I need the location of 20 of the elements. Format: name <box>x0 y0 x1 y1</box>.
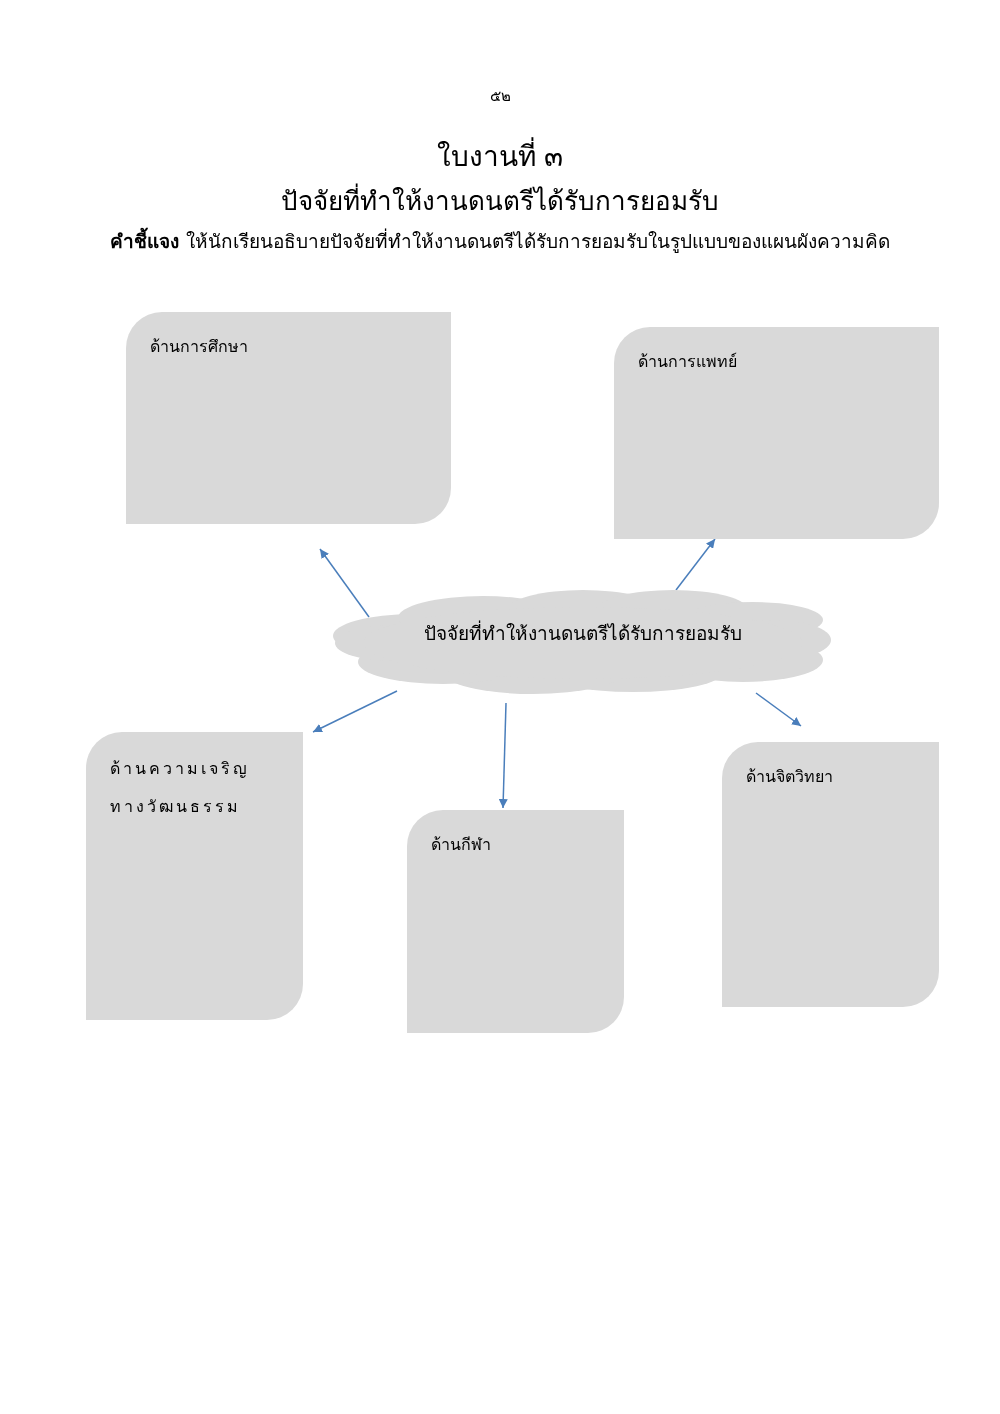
arrow <box>312 690 398 733</box>
topic-box <box>86 732 303 1020</box>
box-heading: ด้านจิตวิทยา <box>746 766 833 788</box>
instruction-text: คำชี้แจง ให้นักเรียนอธิบายปัจจัยที่ทำให้งานดนตรีได้รับการยอมรับในรูปแบบของแผนผังความคิด <box>0 226 1000 256</box>
topic-box <box>722 742 939 1007</box>
topic-box <box>614 327 939 539</box>
topic-box <box>126 312 451 524</box>
cloud-label: ปัจจัยที่ทำให้งานดนตรีได้รับการยอมรับ <box>423 619 743 646</box>
title: ใบงานที่ ๓ <box>0 134 1000 178</box>
arrow <box>319 548 370 618</box>
box-heading: ด้านการแพทย์ <box>638 351 737 373</box>
box-heading: ด้านกีฬา <box>431 834 491 856</box>
page-number: ๕๒ <box>488 86 512 107</box>
arrow <box>755 692 802 727</box>
arrow <box>498 702 508 809</box>
box-heading: ด้านการศึกษา <box>150 336 248 358</box>
subtitle: ปัจจัยที่ทำให้งานดนตรีได้รับการยอมรับ <box>0 180 1000 221</box>
topic-box <box>407 810 624 1033</box>
box-heading: ด้านความเจริญทางวัฒนธรรม <box>110 758 251 818</box>
arrow <box>675 538 716 591</box>
